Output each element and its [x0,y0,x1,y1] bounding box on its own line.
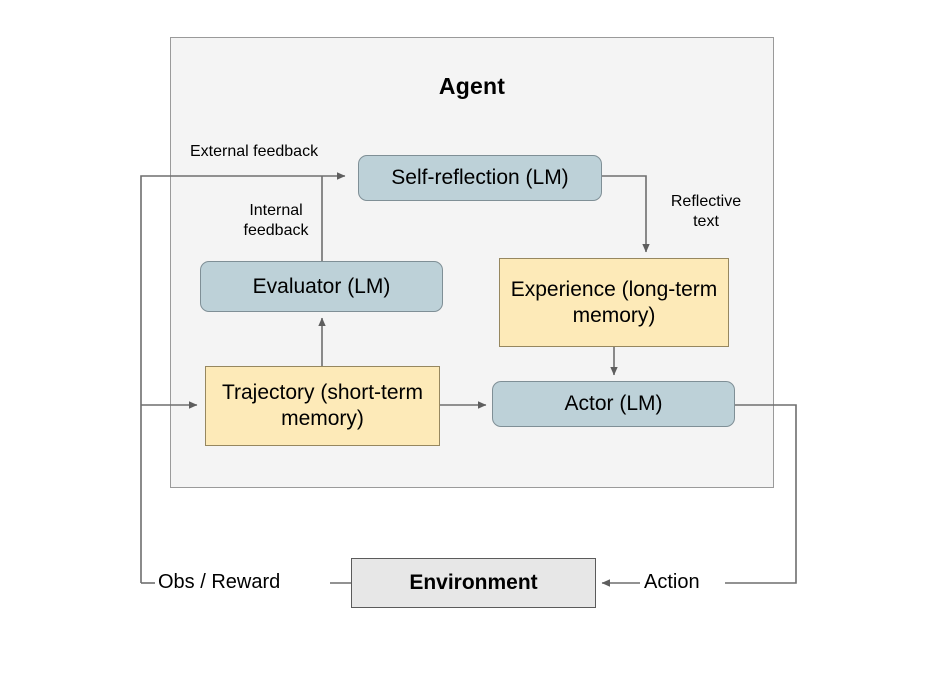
node-trajectory[interactable]: Trajectory (short-term memory) [205,366,440,446]
agent-title: Agent [438,73,506,99]
node-self-reflection-label: Self-reflection (LM) [391,166,569,190]
edge-action-bus [725,404,797,584]
edge-label-action: Action [644,571,700,593]
edge-label-reflective-text: Reflective text [670,193,742,230]
node-experience-label: Experience (long-term memory) [510,277,718,327]
edge-label-internal-feedback: Internal feedback [243,202,309,239]
node-evaluator-label: Evaluator (LM) [252,274,391,298]
node-self-reflection[interactable]: Self-reflection (LM) [358,155,602,201]
edge-reflective-text [602,175,650,253]
node-experience[interactable]: Experience (long-term memory) [499,258,729,347]
node-environment-label: Environment [409,571,538,595]
node-trajectory-label: Trajectory (short-term memory) [221,381,424,430]
edge-label-obs-reward: Obs / Reward [158,571,281,593]
edge-external-feedback [140,172,346,583]
node-actor[interactable]: Actor (LM) [492,381,735,427]
edge-label-external-feedback: External feedback [190,143,319,160]
node-actor-label: Actor (LM) [564,392,663,416]
node-environment[interactable]: Environment [351,558,596,608]
node-evaluator[interactable]: Evaluator (LM) [200,261,443,312]
